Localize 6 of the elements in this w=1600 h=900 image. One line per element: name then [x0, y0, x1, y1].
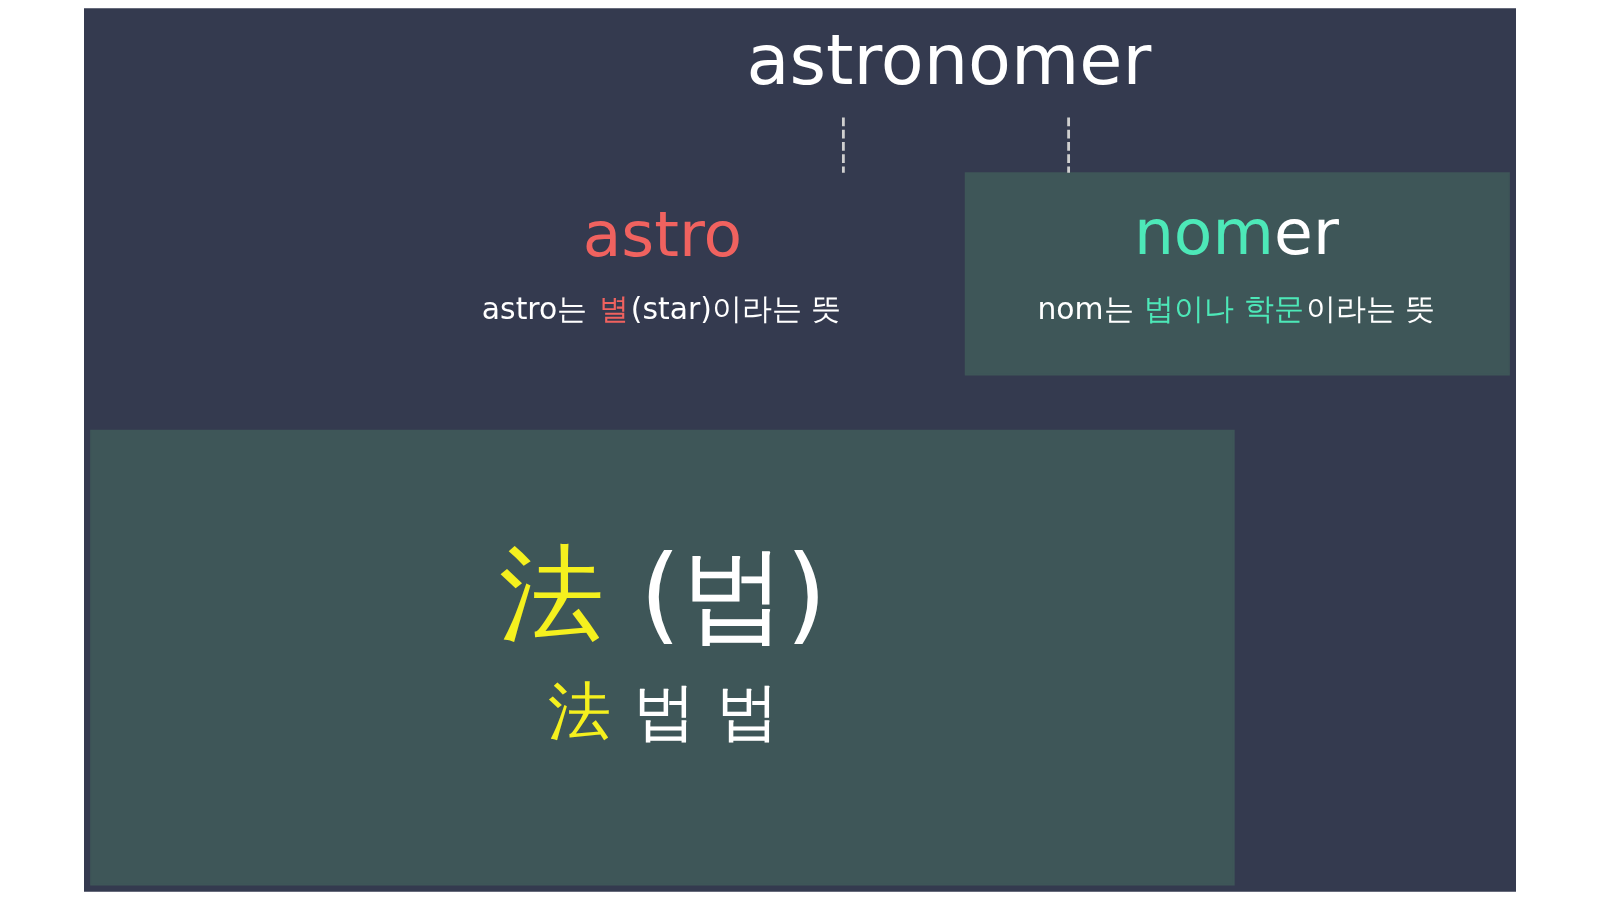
node-text: astro astro는 별(star)이라는 뜻 [481, 196, 842, 326]
node-box: 法 (법) 法 법 법 [90, 429, 1235, 886]
node-box: nomer nom는 법이나 학문이라는 뜻 [964, 172, 1510, 376]
connector [842, 117, 845, 173]
node-text: astronomer [746, 18, 1152, 101]
connector [1067, 117, 1070, 173]
